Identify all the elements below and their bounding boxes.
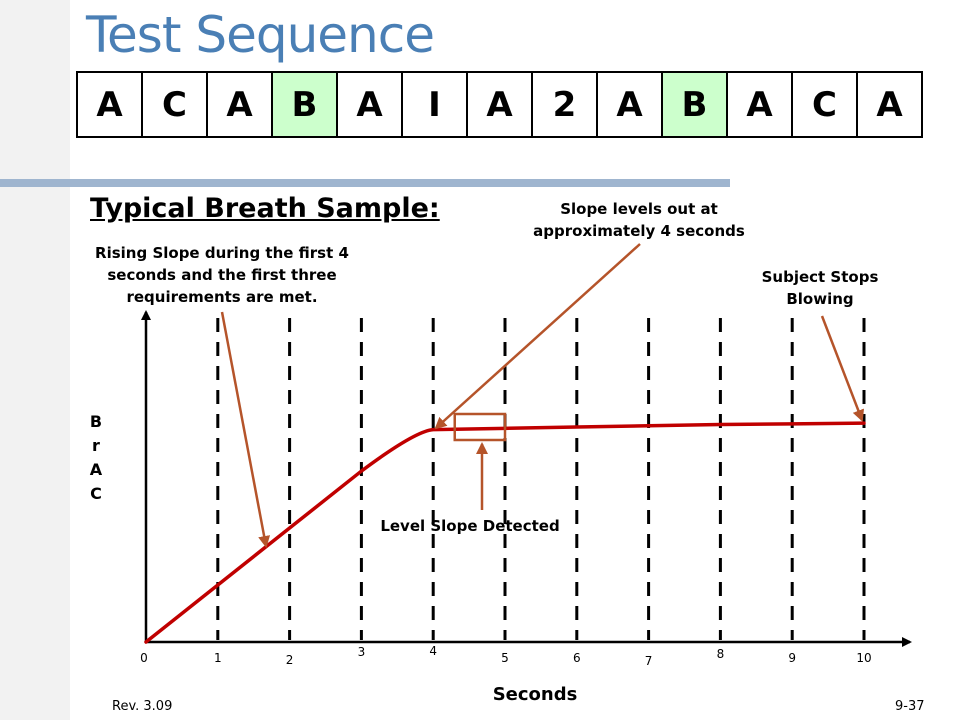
sequence-cell: I bbox=[401, 71, 468, 138]
x-tick-label: 10 bbox=[856, 651, 871, 665]
sequence-cell: C bbox=[141, 71, 208, 138]
sequence-cell: A bbox=[596, 71, 663, 138]
sequence-cell: B bbox=[271, 71, 338, 138]
level-slope-detection-box bbox=[453, 412, 507, 442]
callout-arrow-level-out bbox=[434, 243, 641, 430]
x-tick-label: 6 bbox=[573, 651, 581, 665]
section-heading: Typical Breath Sample: bbox=[90, 193, 440, 224]
sequence-cell: B bbox=[661, 71, 728, 138]
callout-rising-slope: Rising Slope during the first 4 seconds … bbox=[95, 244, 349, 306]
slide-side-band bbox=[0, 0, 70, 720]
title-divider bbox=[0, 179, 730, 187]
y-axis-letter: r bbox=[92, 436, 100, 455]
sequence-cell: A bbox=[206, 71, 273, 138]
slide-title: Test Sequence bbox=[86, 6, 435, 64]
callout-slope-levels-out: Slope levels out at approximately 4 seco… bbox=[533, 200, 745, 240]
y-axis-letter: A bbox=[89, 460, 103, 479]
sequence-cell: A bbox=[336, 71, 403, 138]
sequence-cell: A bbox=[726, 71, 793, 138]
y-axis-letter: B bbox=[89, 412, 103, 431]
y-axis-label: B r A C bbox=[88, 410, 104, 506]
brac-curve bbox=[144, 421, 866, 644]
x-tick-label: 5 bbox=[501, 651, 509, 665]
footer-page-number: 9-37 bbox=[895, 699, 925, 714]
callout-subject-stops: Subject Stops Blowing bbox=[761, 268, 879, 308]
callout-arrow-stops bbox=[820, 315, 865, 422]
callout-arrow-rising bbox=[220, 311, 271, 548]
sequence-cell: A bbox=[856, 71, 923, 138]
x-tick-label: 8 bbox=[717, 647, 725, 661]
sequence-cell: A bbox=[466, 71, 533, 138]
x-tick-label: 0 bbox=[140, 651, 148, 665]
x-tick-label: 2 bbox=[286, 653, 294, 667]
x-axis-label: Seconds bbox=[492, 684, 578, 705]
callout-level-slope-detected: Level Slope Detected bbox=[380, 517, 560, 535]
sequence-cell: 2 bbox=[531, 71, 598, 138]
x-tick-label: 1 bbox=[214, 651, 222, 665]
x-tick-label: 9 bbox=[788, 651, 796, 665]
sequence-cell: C bbox=[791, 71, 858, 138]
sequence-cell: A bbox=[76, 71, 143, 138]
x-tick-label: 7 bbox=[645, 654, 653, 668]
y-axis-letter: C bbox=[90, 484, 102, 503]
x-tick-label: 4 bbox=[429, 644, 437, 658]
footer-revision: Rev. 3.09 bbox=[112, 699, 173, 714]
x-tick-label: 3 bbox=[358, 645, 366, 659]
